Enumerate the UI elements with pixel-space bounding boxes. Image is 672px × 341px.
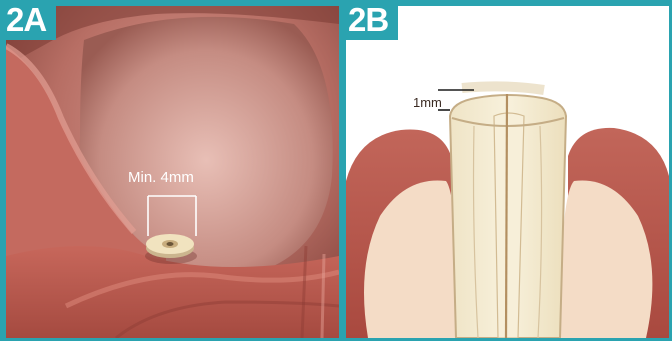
- panel-2b: 1mm 2B: [342, 0, 672, 341]
- tooth-crown-prep-illustration: [346, 6, 669, 338]
- 1mm-label: 1mm: [413, 95, 442, 110]
- panel-tag-2a: 2A: [0, 0, 56, 40]
- panel-tag-2b: 2B: [342, 0, 398, 40]
- min-4mm-dimension-bracket: [142, 190, 202, 240]
- min-4mm-label: Min. 4mm: [128, 169, 194, 186]
- panel-2a: Min. 4mm 2A: [0, 0, 342, 341]
